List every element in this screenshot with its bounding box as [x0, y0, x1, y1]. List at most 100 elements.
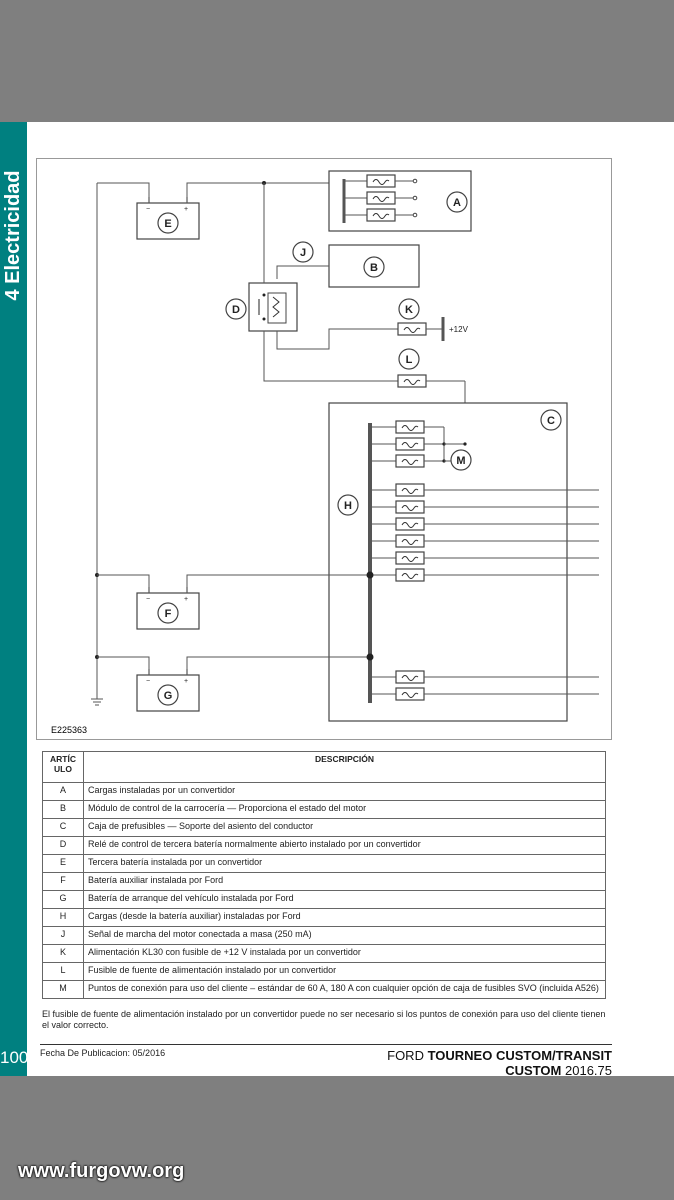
fuse-wave	[401, 488, 419, 494]
label-L: L	[406, 354, 413, 366]
box-C	[328, 402, 568, 722]
label-circle	[398, 298, 420, 320]
terminal-plus: +	[184, 678, 188, 685]
label-B: B	[370, 262, 378, 274]
wire	[276, 265, 329, 279]
legend-description: Batería auxiliar instalada por Ford	[83, 872, 606, 891]
legend-key: D	[42, 836, 84, 855]
terminal-minus: −	[146, 596, 150, 603]
terminal-dot	[412, 212, 418, 218]
section-title: 4 Electricidad	[2, 170, 24, 301]
label-M: M	[456, 455, 465, 467]
wire	[97, 656, 150, 669]
label-circle	[157, 212, 179, 234]
legend-key: K	[42, 944, 84, 963]
legend-key: F	[42, 872, 84, 891]
fuse-wave	[401, 539, 419, 545]
voltage-label: +12V	[449, 325, 469, 334]
wire	[276, 328, 398, 350]
fuse-symbol	[395, 551, 425, 565]
legend-key: H	[42, 908, 84, 927]
wire	[97, 182, 150, 197]
fuse-symbol	[395, 517, 425, 531]
publication-date: Fecha De Publicacion: 05/2016	[40, 1048, 166, 1058]
brand-model: TOURNEO CUSTOM/TRANSIT	[427, 1048, 612, 1063]
busbar-joint	[366, 653, 374, 661]
busbar-joint	[366, 571, 374, 579]
wire	[97, 574, 150, 587]
fuse-wave	[401, 556, 419, 562]
legend-key: G	[42, 890, 84, 909]
label-D: D	[232, 304, 240, 316]
page-number: 100	[0, 1048, 29, 1067]
junction-dot	[262, 317, 266, 321]
footer-divider	[40, 1044, 612, 1045]
fuse-symbol	[395, 420, 425, 434]
legend-key: L	[42, 962, 84, 981]
terminal-dot	[412, 178, 418, 184]
legend-description: Puntos de conexión para uso del cliente …	[83, 980, 606, 999]
header-description: DESCRIPCIÓN	[83, 751, 606, 783]
label-C: C	[547, 415, 555, 427]
label-circle	[157, 684, 179, 706]
label-circle	[540, 409, 562, 431]
legend-description: Tercera batería instalada por un convert…	[83, 854, 606, 873]
junction-dot	[262, 293, 266, 297]
terminal-plus: +	[184, 206, 188, 213]
terminal-minus: −	[146, 206, 150, 213]
fuse-symbol	[395, 483, 425, 497]
fuse-wave	[401, 675, 419, 681]
brand-title: FORD TOURNEO CUSTOM/TRANSIT CUSTOM 2016.…	[387, 1048, 612, 1078]
footnote: El fusible de fuente de alimentación ins…	[42, 1009, 606, 1030]
fuse-symbol	[395, 687, 425, 701]
fuse-wave	[372, 213, 390, 219]
junction-dot	[463, 442, 467, 446]
fuse-wave	[401, 442, 419, 448]
legend-key: C	[42, 818, 84, 837]
fuse-wave	[372, 196, 390, 202]
fuse-symbol	[397, 374, 427, 388]
legend-header-row: ARTÍC ULO DESCRIPCIÓN	[42, 751, 606, 783]
label-circle	[337, 494, 359, 516]
brand-version: 2016.75	[561, 1063, 612, 1078]
label-H: H	[344, 500, 352, 512]
legend-key: A	[42, 782, 84, 801]
fuse-wave	[401, 573, 419, 579]
label-F: F	[165, 608, 172, 620]
fuse-wave	[401, 459, 419, 465]
label-circle	[363, 256, 385, 278]
brand-model-2: CUSTOM	[505, 1063, 562, 1078]
fuse-symbol	[366, 191, 396, 205]
legend-key: J	[42, 926, 84, 945]
legend-key: M	[42, 980, 84, 999]
fuse-symbol	[395, 437, 425, 451]
label-circle	[450, 449, 472, 471]
label-K: K	[405, 304, 413, 316]
legend-key: B	[42, 800, 84, 819]
wire	[186, 574, 370, 587]
legend-description: Caja de prefusibles — Soporte del asient…	[83, 818, 606, 837]
section-tab: 4 Electricidad 100	[0, 122, 29, 1076]
fuse-symbol	[395, 568, 425, 582]
relay-coil-wave	[272, 296, 280, 318]
label-E: E	[164, 218, 171, 230]
label-circle	[292, 241, 314, 263]
terminal-dot	[412, 195, 418, 201]
legend-description: Módulo de control de la carrocería — Pro…	[83, 800, 606, 819]
legend-description: Cargas (desde la batería auxiliar) insta…	[83, 908, 606, 927]
fuse-symbol	[395, 454, 425, 468]
label-circle	[225, 298, 247, 320]
